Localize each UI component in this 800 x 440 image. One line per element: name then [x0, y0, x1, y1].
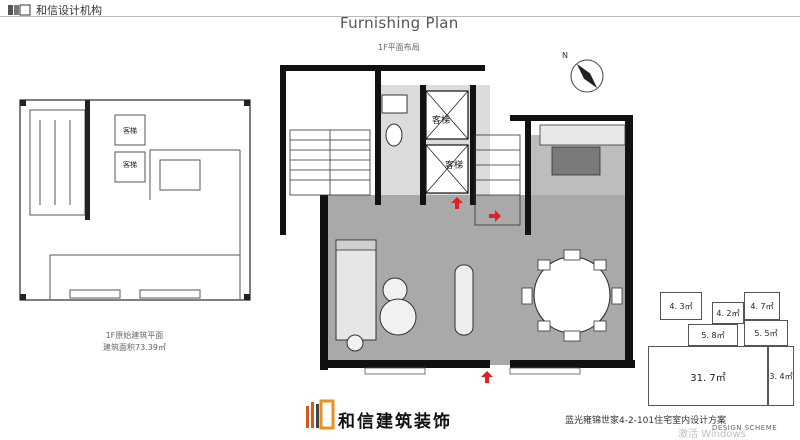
entry-arrow-right-icon	[489, 210, 501, 222]
project-title: 蓝光雍锦世家4-2-101住宅室内设计方案	[565, 416, 727, 426]
caption-line-2: 建筑面积73.39㎡	[103, 343, 166, 352]
caption-line-1: 1F原始建筑平面	[105, 331, 164, 340]
page-title: Furnishing Plan	[340, 14, 459, 32]
left-lift-label: 客梯	[123, 127, 137, 135]
lift-label-a: 客梯	[432, 116, 451, 126]
area-cell-7: 3. 4㎡	[768, 346, 794, 406]
footer-brand-name: 和信建筑装饰	[338, 412, 452, 432]
original-plan-caption: 1F原始建筑平面 建筑面积73.39㎡	[103, 330, 166, 354]
brand-name: 和信设计机构	[36, 4, 102, 17]
windows-activation-watermark: 激活 Windows	[678, 429, 746, 440]
area-cell-4: 5. 8㎡	[688, 324, 738, 346]
furnishing-floor-plan	[280, 65, 635, 375]
north-compass-icon: N	[562, 51, 604, 93]
brand-top: 和信设计机构	[8, 2, 102, 18]
design-scheme-label: DESIGN SCHEME	[712, 424, 778, 432]
svg-text:N: N	[562, 51, 568, 60]
header-divider	[0, 16, 800, 17]
entry-arrow-up-icon	[451, 197, 463, 209]
area-cell-5: 5. 5㎡	[744, 320, 788, 346]
left-lift-label-2: 客梯	[123, 161, 137, 169]
original-floor-plan	[19, 99, 251, 301]
footer-logo-icon	[306, 399, 335, 430]
area-cell-1: 4. 3㎡	[660, 292, 702, 320]
page-subtitle: 1F平面布局	[378, 43, 420, 52]
lift-label-b: 客梯	[445, 161, 464, 171]
area-cell-2: 4. 7㎡	[744, 292, 780, 320]
area-cell-3: 4. 2㎡	[712, 302, 744, 324]
area-cell-6: 31. 7㎡	[648, 346, 768, 406]
main-entry-arrow-icon	[481, 371, 493, 383]
brand-logo-icon	[8, 4, 31, 16]
